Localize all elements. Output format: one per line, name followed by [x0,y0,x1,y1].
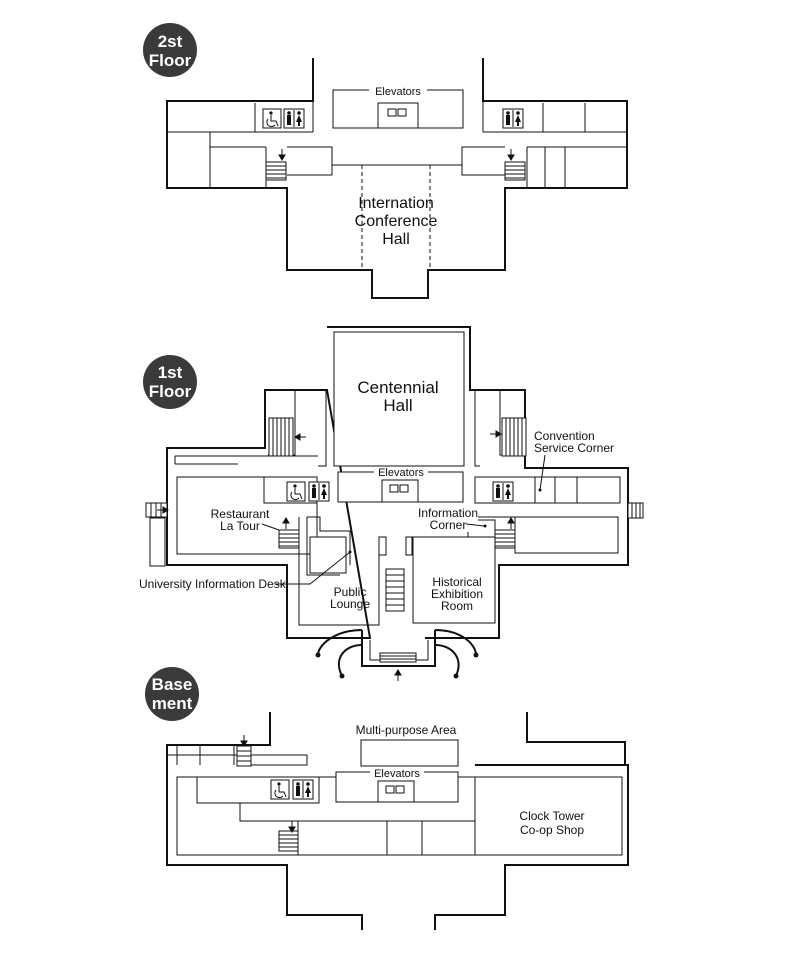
floor-badge-1st: 1st Floor [143,355,197,409]
convention-line2: Service Corner [534,441,614,455]
elevators-label-1st: Elevators [378,467,424,479]
stairs-icon [236,745,252,767]
svg-text:Floor: Floor [149,51,192,70]
university-desk-label: University Information Desk [139,577,287,591]
restroom-icon [283,108,305,129]
arrow-icon [288,821,296,833]
restaurant-line1: Restaurant [211,507,270,521]
arrow-icon [282,517,290,529]
centennial-line1: Centennial [357,378,438,397]
stairs-icon [379,652,417,663]
svg-text:ment: ment [152,694,193,713]
coop-line2: Co-op Shop [520,823,584,837]
coop-line1: Clock Tower [519,809,584,823]
public-lounge-line1: Public [334,585,367,599]
svg-text:2st: 2st [158,32,183,51]
hall-name-line2: Conference [355,213,438,230]
hall-name-line3: Hall [382,231,410,248]
restroom-icon [292,779,314,800]
stairs-icon [494,529,516,549]
arrow-icon [490,430,502,438]
basement-plan: Base ment Multi-purpose Area Elevators C… [145,667,629,930]
stairs-icon [504,161,526,181]
historical-line2: Exhibition [431,587,483,601]
elevators-label-2nd: Elevators [375,86,421,98]
arrow-icon [278,149,286,161]
restaurant-line2: La Tour [220,519,260,533]
centennial-hall [333,331,465,467]
wheelchair-icon [262,108,282,129]
stairs-icon [627,502,644,519]
stairs-icon [385,568,405,612]
second-floor-plan: 2st Floor Elevators Internation Conferen… [143,23,628,299]
arrow-icon [294,433,306,441]
elevators-label-basement: Elevators [374,768,420,780]
stairs-icon [268,417,294,457]
coop-shop [474,776,623,856]
restroom-icon [492,481,514,502]
svg-text:Base: Base [152,675,193,694]
historical-line1: Historical [432,575,481,589]
centennial-line2: Hall [383,396,412,415]
svg-text:1st: 1st [158,363,183,382]
stairs-icon [278,830,299,852]
public-lounge-line2: Lounge [330,597,370,611]
convention-line1: Convention [534,429,595,443]
arrow-icon [157,506,169,514]
information-corner-line1: Information [418,506,478,520]
historical-line3: Room [441,599,473,613]
stairs-icon [265,161,287,181]
floor-badge-2nd: 2st Floor [143,23,197,77]
wheelchair-icon [286,481,306,502]
multipurpose-area [360,739,459,767]
arrow-icon [507,149,515,161]
svg-text:Floor: Floor [149,382,192,401]
information-corner-line2: Corner [430,518,467,532]
hall-name-line1: Internation [358,195,434,212]
arrow-icon [394,669,402,681]
stairs-icon [501,417,527,457]
floor-badge-basement: Base ment [145,667,199,721]
arrow-icon [507,517,515,529]
wheelchair-icon [270,779,290,800]
multipurpose-label: Multi-purpose Area [356,723,457,737]
arrow-icon [240,735,248,747]
first-floor-plan: 1st Floor Centennial Hall [139,326,644,681]
restroom-icon [308,481,330,502]
restroom-icon [502,108,524,129]
stairs-icon [278,529,300,549]
